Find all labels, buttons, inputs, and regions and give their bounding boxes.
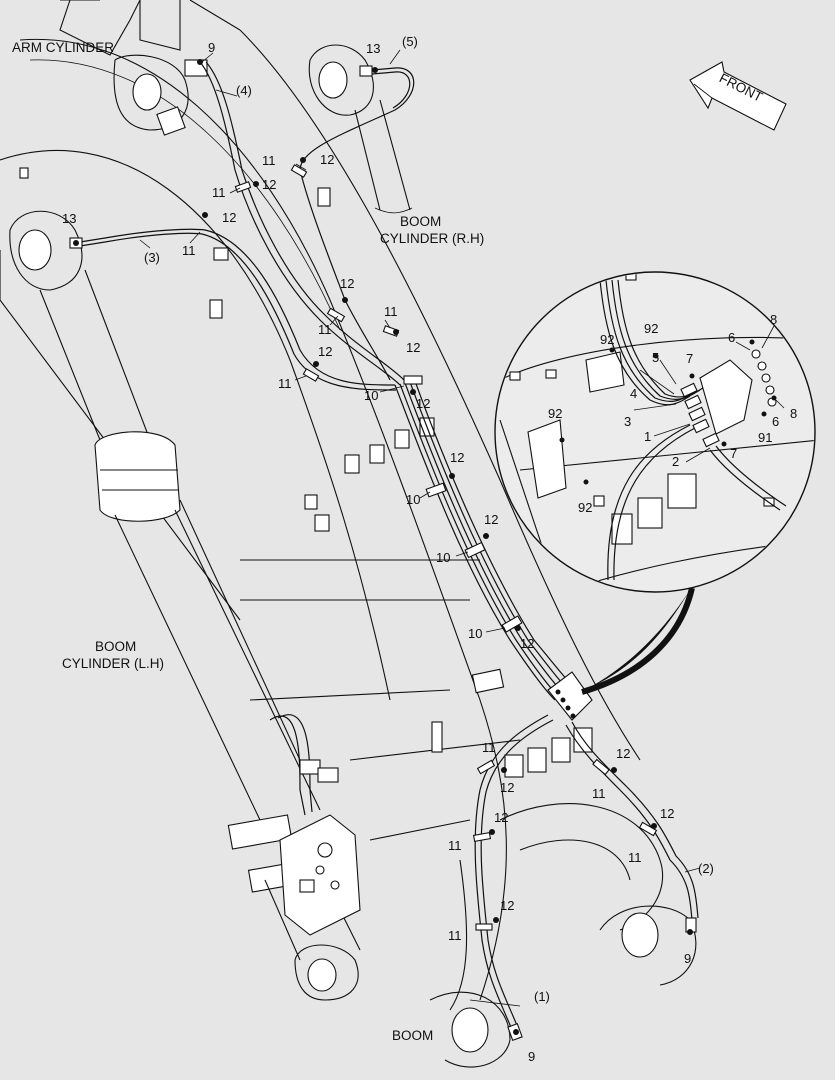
detail-3: 3 — [624, 414, 631, 429]
hose-3 — [69, 228, 397, 391]
callout-2: (2) — [698, 861, 714, 876]
callout-13-rh: 13 — [366, 41, 380, 56]
callout-10-a: 10 — [364, 388, 378, 403]
callout-10-c: 10 — [436, 550, 450, 565]
detail-92-b: 92 — [644, 321, 658, 336]
callout-3: (3) — [144, 250, 160, 265]
boom-cylinder-rh-label-1: BOOM — [400, 214, 441, 229]
detail-92-a: 92 — [600, 332, 614, 347]
callout-12-c: 12 — [222, 210, 236, 225]
detail-6-a: 6 — [728, 330, 735, 345]
detail-92-c: 92 — [548, 406, 562, 421]
callout-11-k: 11 — [448, 928, 462, 943]
hose-4 — [199, 61, 405, 386]
callout-11-i: 11 — [448, 838, 462, 853]
callout-11-d: 11 — [318, 322, 332, 337]
callout-11-j: 11 — [628, 850, 642, 865]
front-arrow-icon — [689, 61, 787, 131]
callout-10-b: 10 — [406, 492, 420, 507]
callout-12-h: 12 — [450, 450, 464, 465]
callout-11-g: 11 — [482, 740, 496, 755]
manifold-block — [547, 671, 593, 721]
callout-11-h: 11 — [592, 786, 606, 801]
callout-13-lh: 13 — [62, 211, 76, 226]
detail-1: 1 — [644, 429, 651, 444]
detail-5: 5 — [652, 350, 659, 365]
callout-12-b: 12 — [262, 177, 276, 192]
detail-8-b: 8 — [790, 406, 797, 421]
callout-12-a: 12 — [320, 152, 334, 167]
detail-2: 2 — [672, 454, 679, 469]
callout-9-bottom: 9 — [528, 1049, 535, 1064]
callout-12-m: 12 — [494, 810, 508, 825]
detail-7-b: 7 — [730, 446, 737, 461]
callout-11-f: 11 — [278, 376, 292, 391]
callout-11-c: 11 — [182, 243, 196, 258]
callout-1: (1) — [534, 989, 550, 1004]
callout-9-right: 9 — [684, 951, 691, 966]
callout-4: (4) — [236, 83, 252, 98]
detail-7-a: 7 — [686, 351, 693, 366]
detail-callout-numbers: 92 92 5 7 4 3 1 92 2 7 8 6 8 6 91 92 — [548, 312, 797, 515]
callout-12-j: 12 — [520, 636, 534, 651]
boom-label: BOOM — [392, 1028, 433, 1043]
boom-foot-pins — [451, 912, 659, 1053]
callout-numbers: 9 13 (5) (4) 11 12 11 12 13 12 11 (3) 12… — [62, 34, 714, 1064]
boom-cylinder-lh-label-2: CYLINDER (L.H) — [62, 656, 164, 671]
callout-12-i: 12 — [484, 512, 498, 527]
detail-6-b: 6 — [772, 414, 779, 429]
arm-cylinder-end — [59, 0, 208, 136]
detail-91: 91 — [758, 430, 772, 445]
boom-brackets — [19, 167, 593, 778]
callout-12-n: 12 — [660, 806, 674, 821]
safety-valve — [269, 714, 361, 936]
detail-leaders — [559, 325, 785, 485]
detail-4: 4 — [630, 386, 637, 401]
callout-12-o: 12 — [500, 898, 514, 913]
hose-2 — [565, 721, 699, 933]
detail-fittings — [680, 349, 777, 448]
callout-12-e: 12 — [406, 340, 420, 355]
callout-11-e: 11 — [384, 304, 398, 319]
detail-8-a: 8 — [770, 312, 777, 327]
callout-12-d: 12 — [340, 276, 354, 291]
callout-11-b: 11 — [212, 185, 226, 200]
boom-cylinder-lh-label-1: BOOM — [95, 639, 136, 654]
boom-cylinder-rh-label-2: CYLINDER (R.H) — [380, 231, 484, 246]
callout-10-d: 10 — [468, 626, 482, 641]
callout-11-a: 11 — [262, 153, 276, 168]
arm-cylinder-label: ARM CYLINDER — [12, 40, 114, 55]
detail-view — [494, 271, 816, 695]
callout-12-f: 12 — [318, 344, 332, 359]
detail-92-d: 92 — [578, 500, 592, 515]
callout-leaders — [73, 49, 701, 1035]
callout-12-g: 12 — [416, 396, 430, 411]
callout-5: (5) — [402, 34, 418, 49]
callout-12-k: 12 — [500, 780, 514, 795]
callout-12-l: 12 — [616, 746, 630, 761]
callout-9-top: 9 — [208, 40, 215, 55]
